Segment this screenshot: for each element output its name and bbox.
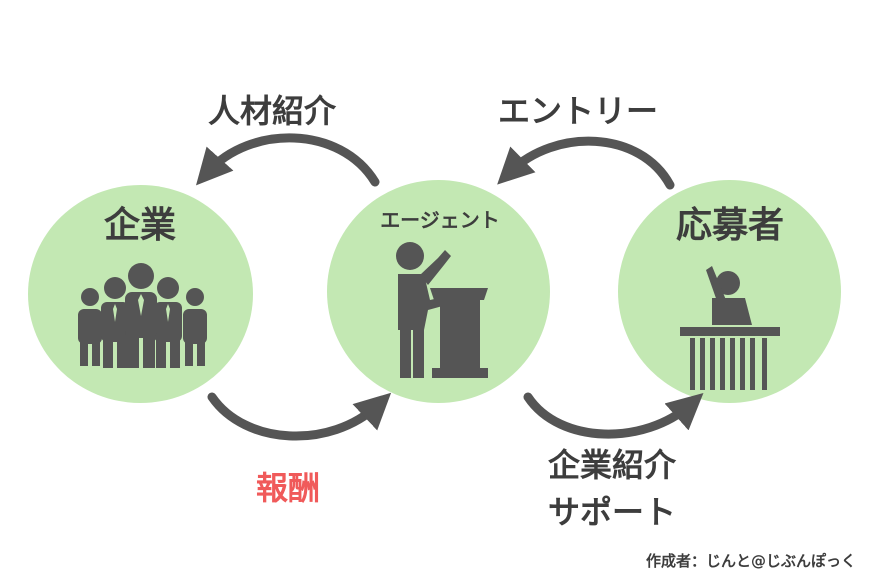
applicant-label: 応募者 [675, 205, 784, 246]
speaker-podium-icon [396, 242, 488, 378]
business-people-icon [78, 263, 207, 368]
company-intro-label: 企業紹介 [548, 446, 677, 484]
support-label: サポート [548, 493, 677, 531]
reward-arrow [207, 392, 392, 441]
talent-introduction-arrow [195, 133, 380, 187]
credit-text: 作成者：じんと@じぶんぽっく [645, 552, 856, 570]
company-label: 企業 [103, 205, 176, 246]
talent-introduction-label: 人材紹介 [208, 92, 337, 130]
entry-arrow [497, 136, 675, 190]
reward-label: 報酬 [256, 469, 321, 507]
company-intro-arrow [523, 392, 704, 439]
entry-label: エントリー [498, 92, 659, 130]
agent-label: エージェント [380, 208, 500, 232]
raised-hand-student-icon [680, 266, 780, 390]
